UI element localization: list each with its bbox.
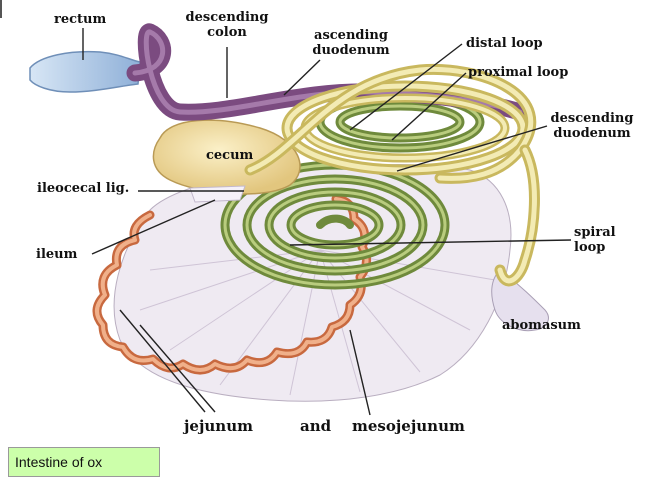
- label-rectum: rectum: [54, 12, 107, 27]
- label-descending-colon-line2: colon: [207, 25, 247, 40]
- label-ascending-duodenum-line2: duodenum: [312, 43, 390, 58]
- window-edge: [0, 0, 2, 18]
- distal-loop-and-duodenum: [244, 63, 540, 287]
- label-descending-duodenum-line1: descending: [550, 111, 634, 126]
- label-descending-duodenum-line2: duodenum: [553, 126, 631, 141]
- label-proximal-loop: proximal loop: [468, 65, 569, 80]
- label-descending-colon: descending colon: [180, 10, 274, 40]
- label-descending-colon-line1: descending: [185, 10, 269, 25]
- ileocecal-ligament: [189, 185, 246, 203]
- label-descending-duodenum: descending duodenum: [544, 111, 640, 141]
- label-spiral-loop-line2: loop: [574, 240, 606, 255]
- label-spiral-loop: spiral loop: [574, 225, 616, 255]
- label-jejunum: jejunum: [184, 417, 253, 435]
- label-abomasum: abomasum: [502, 318, 581, 333]
- label-cecum: cecum: [206, 148, 254, 163]
- label-ileocecal-lig: ileocecal lig.: [37, 181, 130, 196]
- label-ascending-duodenum: ascending duodenum: [306, 28, 396, 58]
- label-spiral-loop-line1: spiral: [574, 225, 616, 240]
- label-and: and: [300, 417, 332, 435]
- label-mesojejunum: mesojejunum: [352, 417, 465, 435]
- leader-lines: [82, 28, 572, 416]
- label-ileum: ileum: [36, 247, 78, 262]
- rectum: [29, 50, 141, 93]
- label-distal-loop: distal loop: [466, 36, 543, 51]
- caption-box: Intestine of ox: [8, 447, 160, 477]
- cecum: [152, 119, 301, 195]
- label-ascending-duodenum-line1: ascending: [314, 28, 388, 43]
